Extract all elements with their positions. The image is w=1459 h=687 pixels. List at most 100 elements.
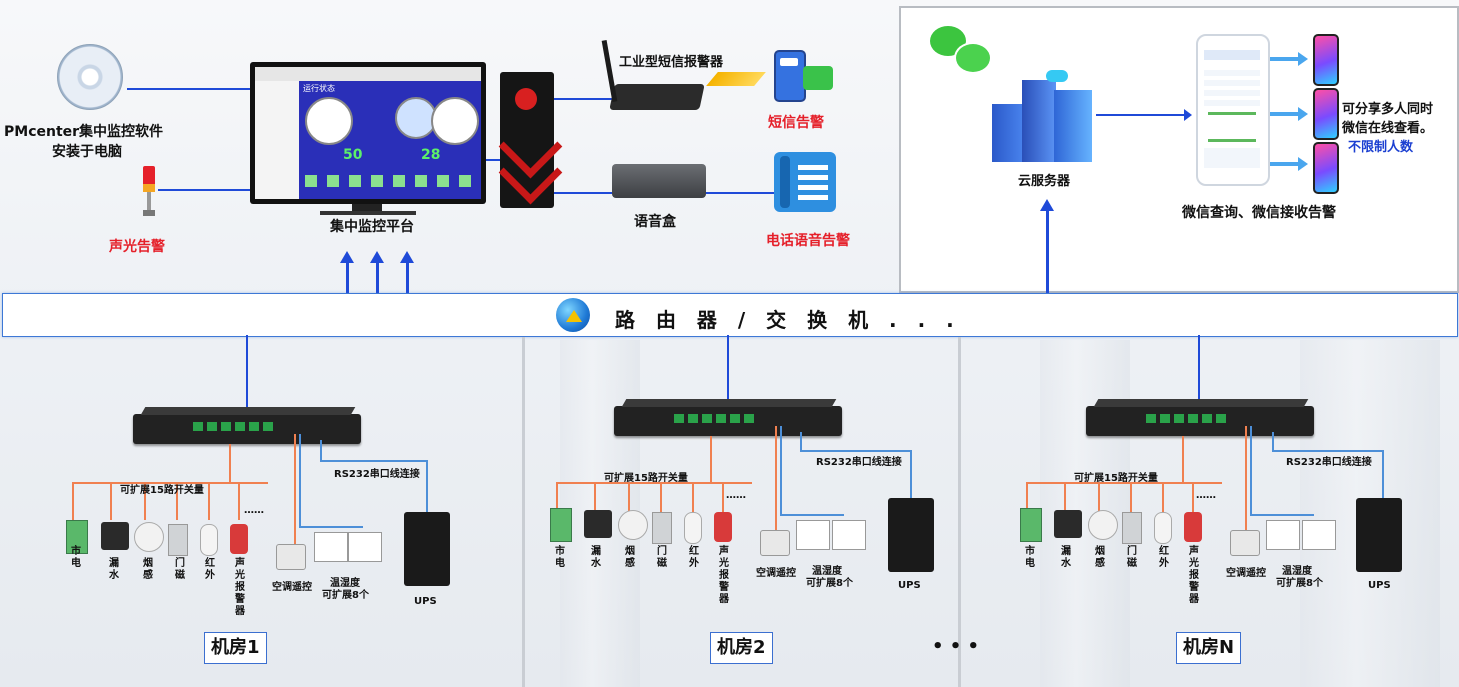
rs232-label: RS232串口线连接 (816, 457, 902, 468)
door-sensor-icon (652, 512, 672, 544)
phone-icon (1313, 34, 1339, 86)
sensor-label: 红外 (1159, 546, 1169, 569)
water-leak-sensor-icon (101, 522, 129, 550)
arrow-right-icon (1298, 157, 1308, 171)
switch-label: 可扩展15路开关量 (604, 473, 688, 484)
sensor-label: 漏水 (591, 546, 601, 569)
sensor-label: 红外 (689, 546, 699, 569)
door-sensor-icon (168, 524, 188, 556)
sensor-label: 门磁 (175, 558, 185, 581)
ac-remote-icon (1230, 530, 1260, 556)
sensor-label: 声光报警器 (719, 546, 729, 605)
ups-label: UPS (898, 580, 921, 591)
phone-icon (1313, 88, 1339, 140)
router-band (2, 293, 1458, 337)
router-label: 路 由 器 / 交 换 机 . . . (615, 308, 961, 332)
rs232-label: RS232串口线连接 (334, 469, 420, 480)
temp-humidity-sensor-icon (1266, 520, 1300, 550)
sms-alarm-label: 短信告警 (768, 115, 824, 131)
sms-device-label: 工业型短信报警器 (619, 55, 724, 70)
temp-humidity-sensor-icon (832, 520, 866, 550)
smoke-sensor-icon (134, 522, 164, 552)
room-divider (958, 337, 961, 687)
temp-label-line1: 温湿度 (812, 566, 842, 577)
phone-voice-alarm-label: 电话语音告警 (766, 233, 850, 249)
temp-label-line2: 可扩展8个 (806, 578, 853, 589)
water-leak-sensor-icon (1054, 510, 1082, 538)
smoke-sensor-icon (1088, 510, 1118, 540)
voice-box-icon (612, 164, 706, 198)
ups-label: UPS (414, 596, 437, 607)
sensor-label: 市电 (71, 546, 81, 569)
platform-label: 集中监控平台 (330, 219, 414, 235)
sensor-label: 漏水 (109, 558, 119, 581)
room-label: 机房N (1176, 632, 1242, 664)
arrow-up-icon (1040, 199, 1054, 211)
smoke-sensor-icon (618, 510, 648, 540)
switch-label: 可扩展15路开关量 (1074, 473, 1158, 484)
room-label: 机房2 (710, 632, 773, 664)
phone-icon (1313, 142, 1339, 194)
router-arrow-icon (566, 310, 582, 322)
power-sensor-icon (1020, 508, 1042, 542)
sensor-label: 烟感 (625, 546, 635, 569)
sms-bubble-icon (803, 66, 833, 90)
rs232-label: RS232串口线连接 (1286, 457, 1372, 468)
wechat-caption: 微信查询、微信接收告警 (1182, 205, 1336, 221)
software-cd-icon (57, 44, 123, 110)
temp-label-line1: 温湿度 (1282, 566, 1312, 577)
sensor-label: 市电 (555, 546, 565, 569)
ac-label: 空调遥控 (756, 568, 796, 579)
room-divider (522, 337, 525, 687)
sensor-label: 门磁 (1127, 546, 1137, 569)
controller-rack-icon (614, 399, 842, 436)
sensor-label: 声光报警器 (235, 558, 245, 617)
ac-label: 空调遥控 (1226, 568, 1266, 579)
sensor-label: 市电 (1025, 546, 1035, 569)
software-label-line2: 安装于电脑 (52, 144, 122, 160)
multi-share-line2: 微信在线查看。 (1342, 121, 1434, 136)
monitor-value-left: 50 (343, 147, 363, 163)
power-sensor-icon (66, 520, 88, 554)
ups-icon (1356, 498, 1402, 572)
ups-label: UPS (1368, 580, 1391, 591)
switch-label: 可扩展15路开关量 (120, 485, 204, 496)
sensor-label: 烟感 (143, 558, 153, 581)
temp-humidity-sensor-icon (1302, 520, 1336, 550)
temp-label-line2: 可扩展8个 (1276, 578, 1323, 589)
arrow-right-icon (1298, 107, 1308, 121)
sensor-label: 漏水 (1061, 546, 1071, 569)
wechat-phone-screen (1196, 34, 1270, 186)
alarm-siren-icon (714, 512, 732, 542)
dots: …… (726, 490, 746, 501)
alarm-light-icon (143, 166, 155, 216)
arrow-right-icon (1184, 109, 1192, 121)
arrow-up-icon (340, 251, 354, 263)
dots: …… (244, 505, 264, 516)
alarm-siren-icon (230, 524, 248, 554)
unlimited-label: 不限制人数 (1348, 140, 1414, 155)
sound-light-alarm-label: 声光告警 (109, 239, 165, 255)
sensor-label: 声光报警器 (1189, 546, 1199, 605)
software-label-line1: PMcenter集中监控软件 (4, 124, 164, 140)
ups-icon (404, 512, 450, 586)
wechat-icon-small (954, 42, 992, 74)
controller-rack-icon (133, 407, 361, 444)
arrow-right-icon (1298, 52, 1308, 66)
desk-phone-icon (774, 152, 836, 212)
arrow-up-icon (370, 251, 384, 263)
ups-icon (888, 498, 934, 572)
sms-device-icon (609, 84, 705, 110)
door-sensor-icon (1122, 512, 1142, 544)
controller-rack-icon (1086, 399, 1314, 436)
temp-humidity-sensor-icon (348, 532, 382, 562)
room-label: 机房1 (204, 632, 267, 664)
infrared-sensor-icon (1154, 512, 1172, 544)
monitor-stand (352, 204, 382, 212)
infrared-sensor-icon (200, 524, 218, 556)
ac-remote-icon (276, 544, 306, 570)
ac-remote-icon (760, 530, 790, 556)
cloud-server-label: 云服务器 (1018, 174, 1071, 189)
pc-tower-icon (498, 72, 563, 208)
sms-phone-icon (774, 50, 806, 102)
